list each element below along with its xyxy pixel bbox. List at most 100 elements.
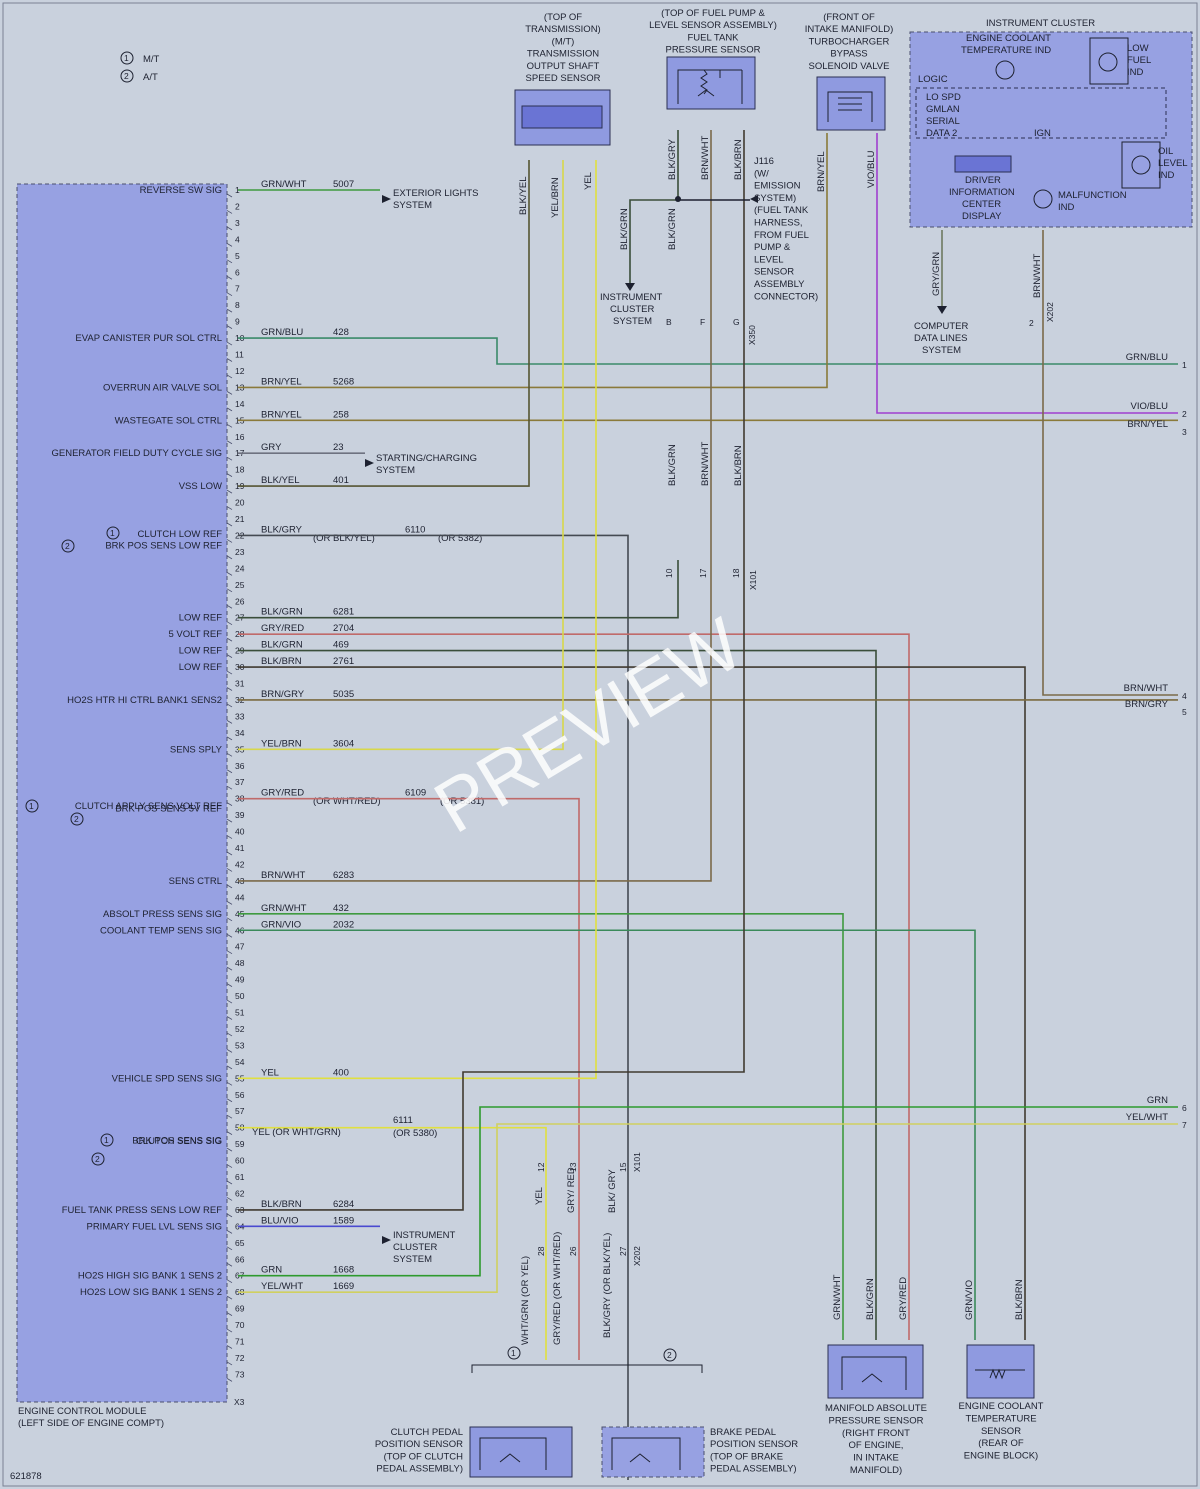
legend-num: 1: [110, 528, 115, 538]
wire-color-label: GRY/RED: [261, 623, 304, 634]
circuit-number: 3604: [333, 738, 354, 749]
right-edge-number: 2: [1182, 409, 1187, 419]
x350-pin: F: [700, 317, 705, 327]
wire-pin-38: [238, 797, 580, 1360]
component-label-line: POSITION SENSOR: [375, 1439, 463, 1450]
wire-color-label: BRN/YEL: [261, 409, 302, 420]
pin-tick: [226, 440, 233, 445]
mt-marker: [507, 1346, 521, 1360]
alt-labels: 1 CLUTCH LOW REF 2 1 CLUTCH APPLY SENS V…: [25, 526, 484, 1166]
wire-pin-28: [238, 633, 910, 1340]
alt-circuit: (OR 5380): [393, 1128, 437, 1139]
ecm-pin-number: 24: [235, 563, 245, 573]
component-label-line: (RIGHT FRONT: [842, 1428, 910, 1439]
alt-wire-color: (OR WHT/RED): [313, 796, 381, 807]
gmlan-label: GMLAN: [926, 104, 960, 115]
potentiometer-icon: [611, 1437, 681, 1470]
pin-tick: [226, 1081, 233, 1086]
legend-num: 2: [65, 541, 70, 551]
vertical-wire-label: BRN/WHT: [700, 135, 711, 180]
wire-pin-68: [238, 1123, 1178, 1293]
x202-pin: 26: [568, 1246, 578, 1256]
pin-tick: [226, 917, 233, 922]
wire-color-label: BRN/WHT: [261, 870, 306, 881]
pin-tick: [226, 1361, 233, 1366]
mil-indicator-icon: [1033, 189, 1053, 209]
pin-tick: [226, 1197, 233, 1201]
pin-tick: [226, 1131, 233, 1135]
pin-tick: [226, 1016, 233, 1020]
low-fuel-box: [1089, 37, 1129, 85]
ecm-module-box: [16, 183, 228, 1403]
legend-num: 1: [124, 53, 129, 63]
wire-segment: [629, 199, 678, 283]
ecm-pin-label: PRIMARY FUEL LVL SENS SIG: [86, 1221, 222, 1232]
alt-circuit: 6111: [393, 1115, 413, 1126]
wire-pin-55: [238, 160, 597, 1080]
component-label-line: J116: [754, 156, 774, 167]
resistor-icon: [700, 69, 708, 95]
oil-level-label: LEVEL: [1158, 158, 1188, 169]
vertical-wire-label: BLK/ GRY: [607, 1169, 618, 1213]
ecm-pin-number: 37: [235, 777, 245, 787]
component-label-line: EMISSION: [754, 181, 801, 192]
legend-num: 1: [104, 1135, 109, 1145]
wire-color-label: GRN/WHT: [261, 903, 307, 914]
low-fuel-label: LOW: [1127, 43, 1149, 54]
vertical-wire-label: BLK/GRY: [667, 138, 678, 180]
x350-pin: B: [666, 317, 672, 327]
wire-color-label: BRN/GRY: [261, 689, 305, 700]
arrow-icon: [937, 306, 947, 314]
pin-tick: [226, 259, 233, 264]
wire-color-label: BLK/GRY: [261, 524, 303, 535]
component-label-line: HARNESS,: [754, 218, 803, 229]
pin-tick: [226, 654, 233, 658]
pin-tick: [226, 1262, 233, 1267]
component-label-line: (TOP OF BRAKE: [710, 1451, 783, 1462]
ecm-pin-label: GENERATOR FIELD DUTY CYCLE SIG: [51, 448, 222, 459]
gmlan-label: LO SPD: [926, 92, 961, 103]
ecm-pin-number: 44: [235, 892, 245, 902]
pin-tick: [226, 1049, 233, 1053]
pin-tick: [226, 489, 233, 494]
vertical-wire-label: GRY/RED: [898, 1277, 909, 1320]
pin-tick: [226, 604, 233, 609]
ign-label: IGN: [1034, 128, 1051, 139]
x101b-pin: 15: [618, 1162, 628, 1172]
oil-level-label: IND: [1158, 170, 1175, 181]
ecm-pin-number: 8: [235, 300, 240, 310]
ecm-pin-number: 11: [235, 350, 244, 360]
circuit-number: 2761: [333, 656, 354, 667]
component-label-line: TEMPERATURE: [965, 1413, 1036, 1424]
ecm-pin-number: 51: [235, 1008, 245, 1018]
legend-num: 2: [667, 1350, 672, 1360]
component-label-line: PEDAL ASSEMBLY): [710, 1464, 797, 1475]
component-label-line: (TOP OF CLUTCH: [384, 1451, 463, 1462]
x101b-pin: 13: [568, 1162, 578, 1172]
component-label-line: BYPASS: [830, 49, 867, 60]
fuel-sensor-label: (TOP OF FUEL PUMP &LEVEL SENSOR ASSEMBLY…: [649, 8, 777, 56]
ecm-pin-number: 9: [235, 317, 240, 327]
alt-wire-color: YEL (OR WHT/GRN): [252, 1127, 341, 1138]
ecm-pin-label: LOW REF: [179, 646, 222, 657]
component-label-line: SOLENOID VALVE: [809, 61, 890, 72]
wire-pin-10: [238, 337, 1178, 365]
wire-color-label: YEL: [261, 1067, 279, 1078]
ecm-pin-number: 57: [235, 1106, 245, 1116]
pin-tick: [226, 983, 233, 987]
wire-pin-29: [238, 649, 877, 1340]
ecm-pin-number: 12: [235, 366, 245, 376]
ecm-pin-number: 69: [235, 1304, 245, 1314]
logic-box: [915, 87, 1167, 139]
fuel-tank-pressure-sensor: (TOP OF FUEL PUMP &LEVEL SENSOR ASSEMBLY…: [649, 8, 777, 110]
ecm-pin-number: 23: [235, 547, 245, 557]
pin-tick: [226, 358, 233, 362]
vertical-wire-label: YEL: [583, 172, 594, 190]
ecm-pin-label: LOW REF: [179, 613, 222, 624]
ecm-pin-number: 2: [235, 201, 240, 211]
